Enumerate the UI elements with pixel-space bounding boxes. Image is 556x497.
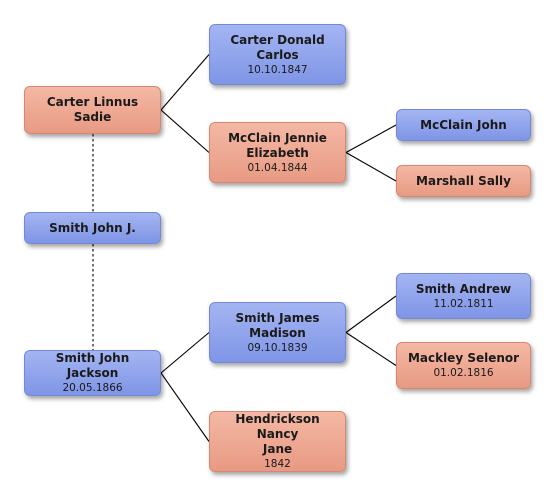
- person-date: 20.05.1866: [62, 382, 123, 394]
- person-name: Smith Andrew: [415, 281, 512, 296]
- parent-link-line: [345, 295, 397, 333]
- person-smith-andrew[interactable]: Smith Andrew 11.02.1811: [396, 273, 531, 319]
- person-marshall-sally[interactable]: Marshall Sally: [396, 165, 531, 197]
- person-name: Marshall Sally: [416, 173, 511, 188]
- person-mackley-selenor[interactable]: Mackley Selenor 01.02.1816: [396, 342, 531, 389]
- parent-link-line: [345, 332, 397, 366]
- person-name: Smith John Jackson: [55, 351, 130, 380]
- person-smith-john-jackson[interactable]: Smith John Jackson 20.05.1866: [24, 350, 161, 396]
- parent-link-line: [160, 372, 210, 442]
- person-date: 10.10.1847: [247, 63, 308, 76]
- person-date: 09.10.1839: [247, 341, 308, 354]
- person-mcclain-john[interactable]: McClain John: [396, 109, 531, 141]
- person-date: 01.02.1816: [433, 367, 494, 379]
- parent-link-line: [160, 332, 210, 374]
- person-name: McClain John: [420, 117, 507, 132]
- person-date: 01.04.1844: [247, 161, 308, 174]
- parent-link-line: [160, 54, 210, 111]
- person-name: Smith John J.: [49, 220, 136, 235]
- person-smith-john-j[interactable]: Smith John J.: [24, 212, 161, 244]
- person-date: 11.02.1811: [433, 297, 494, 310]
- person-date: 1842: [264, 458, 291, 470]
- parent-link-line: [345, 152, 397, 182]
- parent-link-line: [160, 109, 210, 153]
- person-name: Mackley Selenor: [407, 351, 520, 365]
- parent-link-line: [345, 124, 397, 153]
